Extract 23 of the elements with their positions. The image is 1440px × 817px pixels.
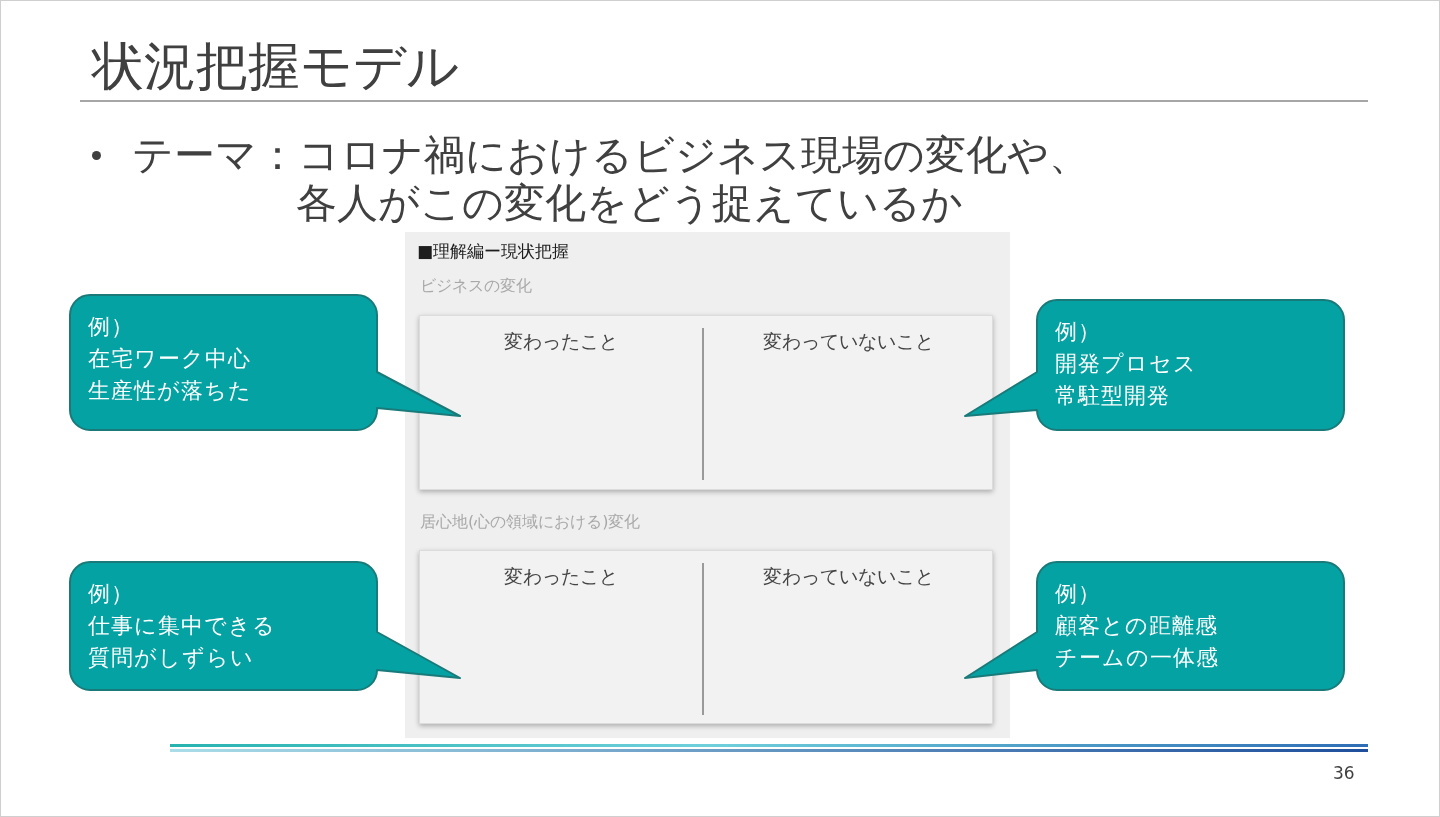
bullet-text: テーマ：コロナ禍におけるビジネス現場の変化や、各人がこの変化をどう捉えているか	[132, 131, 1091, 227]
callout-text: 生産性が落ちた	[88, 377, 252, 405]
column-heading: 変わったこと	[504, 564, 618, 588]
section-heading: 居心地(心の領域における)変化	[420, 512, 641, 532]
callout-text: 顧客との距離感	[1055, 612, 1218, 640]
callout-heading: 例）	[1055, 580, 1101, 608]
callout-heading: 例）	[1055, 318, 1101, 346]
callout-text: チームの一体感	[1055, 644, 1219, 672]
callout-text: 在宅ワーク中心	[88, 345, 251, 373]
column-heading: 変わっていないこと	[762, 329, 934, 353]
callout-text: 常駐型開発	[1055, 382, 1170, 410]
callout-text: 質問がしずらい	[88, 644, 254, 672]
callout-heading: 例）	[88, 580, 134, 608]
page-number: 36	[1333, 763, 1355, 783]
callout-heading: 例）	[88, 313, 134, 341]
screenshot-panel	[405, 232, 1010, 738]
column-heading: 変わったこと	[504, 329, 618, 353]
callout-text: 仕事に集中できる	[88, 612, 276, 640]
callout-text: 開発プロセス	[1055, 350, 1197, 378]
panel-heading: ■理解編ー現状把握	[417, 241, 570, 261]
slide-title: 状況把握モデル	[92, 35, 459, 98]
section-heading: ビジネスの変化	[420, 276, 532, 296]
column-heading: 変わっていないこと	[762, 564, 934, 588]
